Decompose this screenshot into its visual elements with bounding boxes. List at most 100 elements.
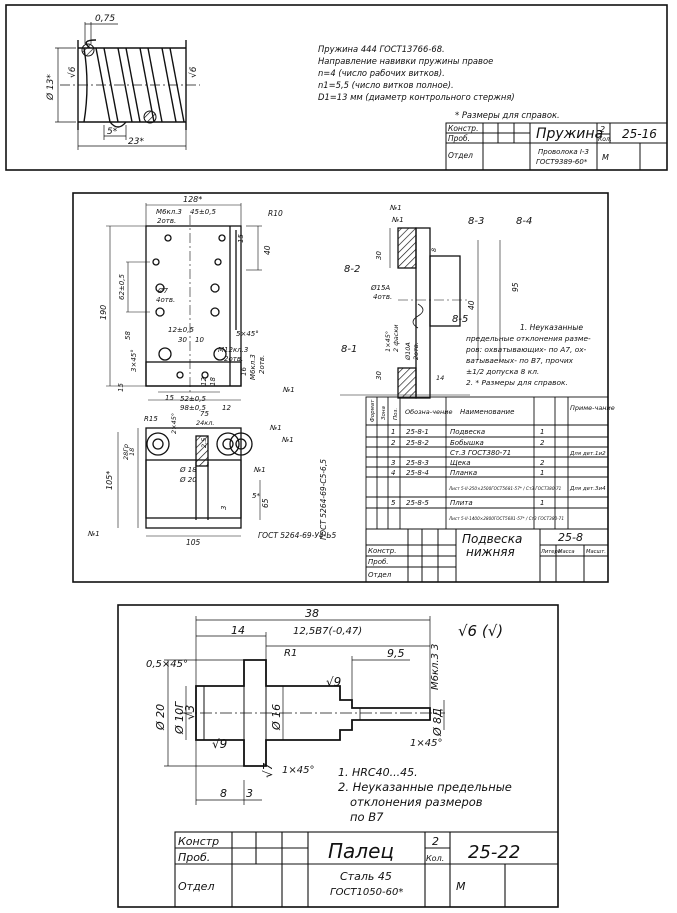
tb3-material-2: ГОСТ1050-60* (330, 887, 403, 898)
table-cell: 2 (540, 459, 545, 467)
tb2-row-prob: Проб. (368, 558, 389, 566)
dim-65: 65 (261, 498, 270, 508)
tb1-row-otdel: Отдел (448, 151, 473, 160)
dim-dia10a-holes: 2отв. (412, 342, 420, 360)
tb3-row-konstr: Констр (178, 835, 219, 848)
dim-m6b: М6кл.3 (249, 354, 257, 380)
pin-dims: 38 14 12,5В7(-0,47) 9,5 3 М6кл.3 R1 0,5×… (146, 607, 503, 800)
wire-section-bottom (143, 110, 157, 124)
label-n1d: №1 (269, 424, 282, 432)
rough-9a: √9 (326, 675, 341, 689)
dim-8: 8 (430, 248, 438, 252)
dim-75: 75 (200, 410, 209, 418)
dim-length: 23* (128, 137, 144, 147)
dim-3b: 3 (246, 787, 253, 800)
rough-3: √3 (183, 705, 197, 720)
dim-gost-h: ГОСТ 5264-69-У4-Ь5 (258, 531, 337, 540)
parts-table (365, 396, 609, 530)
spring-note-line: n1=5,5 (число витков полное). (318, 80, 454, 90)
label-n1b: №1 (391, 216, 404, 224)
tb3-number: 25-22 (468, 842, 520, 863)
hanger-note-line: 1. Неуказанные (520, 323, 583, 332)
tb1-name: Пружина (536, 126, 603, 142)
dim-28: 28Гр (122, 444, 130, 460)
dim-8: 8 (220, 787, 227, 800)
label-n1c: №1 (282, 386, 295, 394)
tb2-number: 25-8 (558, 531, 583, 544)
rough-9b: √9 (212, 737, 227, 751)
dim-40: 40 (263, 245, 272, 255)
dim-dia15a: Ø15А (370, 284, 390, 292)
dim-30c: 30 (375, 371, 383, 380)
plate-bottom-view (145, 427, 253, 529)
tb3-row-prob: Проб. (178, 851, 210, 864)
table-cell: 25-8-2 (406, 439, 429, 447)
dim-12-5: 12,5В7(-0,47) (293, 626, 362, 637)
dim-dia8: Ø 8Д (431, 708, 444, 737)
tb1-row-konstr: Констр. (448, 124, 478, 133)
dim-25: 2,5 (200, 438, 208, 448)
table-cell: Подвеска (450, 428, 485, 436)
label-8-4: 8-4 (516, 216, 532, 227)
tb2-row-otdel: Отдел (368, 571, 392, 579)
title-block-1 (445, 122, 668, 171)
dim-58: 58 (124, 331, 132, 340)
dim-r1: R1 (284, 648, 297, 659)
tb2-name-2: нижняя (466, 545, 515, 559)
dim-chamfer-top: 0,5×45° (146, 659, 188, 670)
pin-view (180, 659, 445, 767)
tb1-qty-label: Кол. (598, 136, 612, 143)
dim-12b: 12 (200, 377, 208, 386)
dim-dia10: Ø 10Г (173, 701, 186, 735)
table-cell: 25-8-4 (406, 469, 429, 477)
table-cell: Лист 5-II-1400×2800ГОСТ5681-57* / Ст3 ГО… (448, 516, 564, 521)
label-8-3: 8-3 (468, 216, 484, 227)
dim-62: 62±0,5 (118, 274, 126, 300)
dim-105b: 105 (186, 538, 201, 547)
dim-5: 5* (252, 492, 260, 500)
dim-dia7-holes: 4отв. (156, 296, 175, 304)
tb2-col-massa: Масса (558, 549, 575, 555)
dim-10: 10 (195, 336, 204, 344)
table-header: Приме-чание (570, 404, 615, 412)
drawing-hanger: 128* М6кл.3 2отв. 45±0,5 R10 15 40 190 6… (72, 192, 615, 583)
dim-18b: 18 (128, 448, 136, 456)
spring-view (60, 39, 200, 130)
dim-dia16: Ø 16 (270, 704, 283, 731)
dim-3: 3 (430, 644, 441, 650)
pin-notes: 1. HRC40...45. 2. Неуказанные предельные… (338, 766, 512, 824)
dim-dia10a: Ø10А (404, 342, 412, 361)
hanger-note-line: ватываемых- по В7, прочих (466, 356, 574, 365)
parts-table-text: Формат Зона Поз. Обозна-чение Наименован… (370, 399, 615, 521)
table-cell: 1 (540, 469, 544, 477)
drawing-spring: 0,75 Ø 13* 5* 23* √6 √6 Пружина 444 ГОСТ… (5, 4, 668, 171)
tb2-name-1: Подвеска (462, 532, 522, 546)
spring-note-line: Направление навивки пружины правое (318, 56, 493, 66)
pin-note-line: 2. Неуказанные предельные (338, 780, 512, 794)
dim-30b: 30 (375, 251, 383, 260)
hanger-dims: 128* М6кл.3 2отв. 45±0,5 R10 15 40 190 6… (87, 195, 532, 547)
table-cell: Для дет.1и2 (569, 451, 606, 457)
tb1-number: 25-16 (622, 127, 657, 141)
hanger-note-line: 2. * Размеры для справок. (466, 378, 568, 387)
spring-note-line: D1=13 мм (диаметр контрольного стержня) (318, 92, 515, 102)
label-8-2: 8-2 (344, 264, 360, 275)
dim-105: 105* (105, 471, 114, 490)
rough-7: √7 (261, 762, 275, 778)
tb3-qty: 2 (432, 835, 439, 848)
dim-190: 190 (99, 305, 108, 320)
table-cell: Щека (450, 459, 470, 467)
rough-left: √6 (67, 66, 78, 78)
dim-m12: М12кл.3 (218, 346, 248, 354)
table-cell: 5 (391, 499, 396, 507)
pin-note-line: отклонения размеров (350, 795, 483, 809)
label-8-1: 8-1 (341, 344, 357, 355)
dim-5x45: 5×45° (236, 330, 259, 338)
table-header: Поз. (393, 408, 399, 420)
dim-30: 30 (178, 336, 187, 344)
spring-ref-note: * Размеры для справок. (455, 110, 560, 120)
dim-width: 128* (183, 195, 202, 204)
dim-24: 24кл. (196, 419, 214, 427)
dim-12c: 12 (222, 404, 231, 412)
tb3-material-1: Сталь 45 (340, 870, 392, 883)
